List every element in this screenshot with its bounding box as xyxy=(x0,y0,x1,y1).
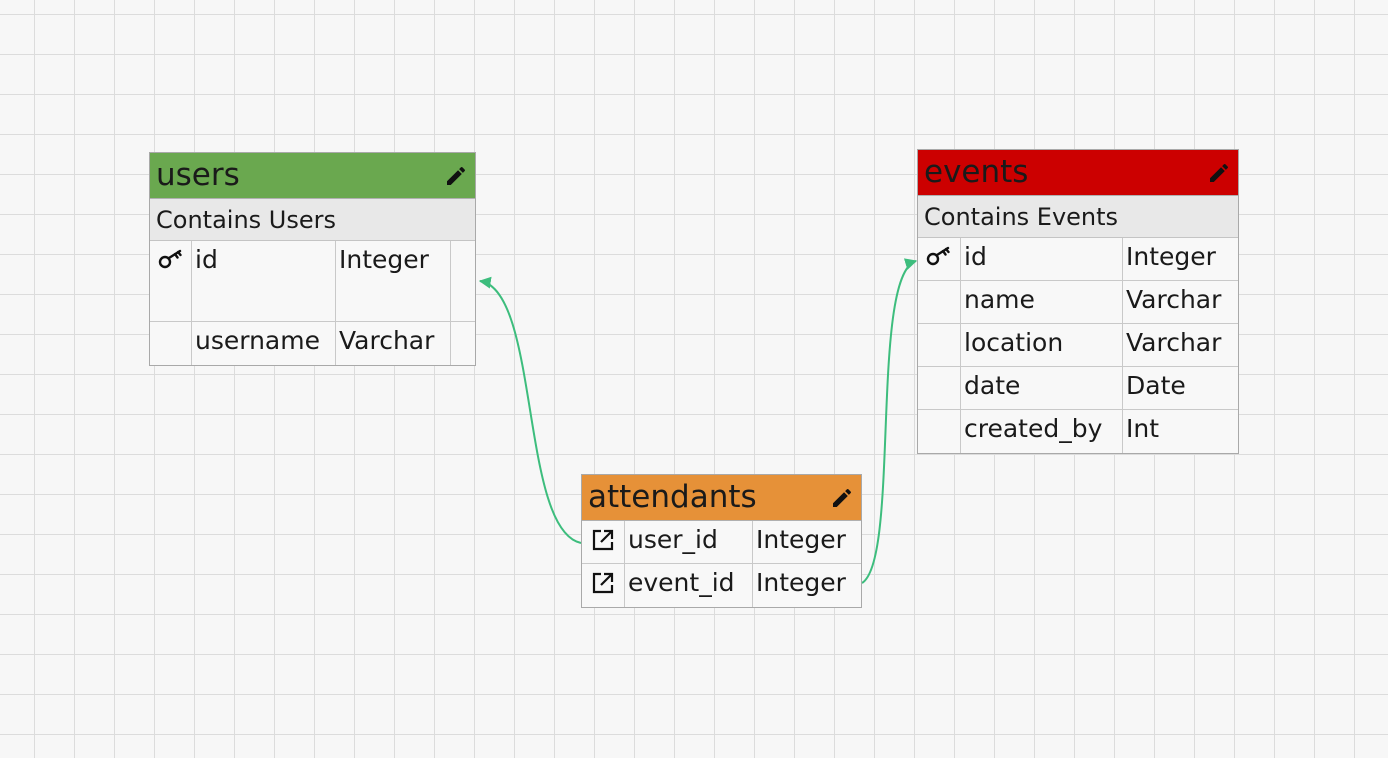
column-icon-empty xyxy=(918,367,961,409)
column-type: Varchar xyxy=(1126,328,1222,357)
table-name: events xyxy=(924,154,1029,190)
column-type: Integer xyxy=(336,241,451,321)
column-name: date xyxy=(961,367,1123,409)
table-row[interactable]: username Varchar xyxy=(150,322,475,365)
table-row[interactable]: id Integer xyxy=(918,238,1238,281)
table-name: users xyxy=(156,157,240,193)
column-extra xyxy=(451,241,475,321)
column-type: Int xyxy=(1126,414,1160,443)
column-name: created_by xyxy=(961,410,1123,453)
table-name: attendants xyxy=(588,479,757,515)
column-type: Varchar xyxy=(1126,285,1222,314)
table-description: Contains Events xyxy=(918,196,1238,238)
table-row[interactable]: event_id Integer xyxy=(582,564,861,607)
table-row[interactable]: location Varchar xyxy=(918,324,1238,367)
column-type: Varchar xyxy=(336,322,451,365)
table-events[interactable]: events Contains Events id Integer name V… xyxy=(917,149,1239,454)
column-name: name xyxy=(961,281,1123,323)
pencil-icon[interactable] xyxy=(1206,160,1232,186)
column-type: Integer xyxy=(756,568,846,597)
column-name: username xyxy=(192,322,336,365)
column-name: location xyxy=(961,324,1123,366)
pencil-icon[interactable] xyxy=(829,485,855,511)
column-name: id xyxy=(961,238,1123,280)
external-link-icon xyxy=(582,521,625,563)
relation-line-event-id[interactable] xyxy=(861,258,918,584)
table-header[interactable]: users xyxy=(150,153,475,199)
table-users[interactable]: users Contains Users id Integer username… xyxy=(149,152,476,366)
table-row[interactable]: created_by Int xyxy=(918,410,1238,453)
column-extra xyxy=(451,322,475,365)
column-icon-empty xyxy=(918,410,961,453)
column-type: Integer xyxy=(756,525,846,554)
column-type: Integer xyxy=(1126,242,1216,271)
table-attendants[interactable]: attendants user_id Integer event_id Inte… xyxy=(581,474,862,608)
table-row[interactable]: user_id Integer xyxy=(582,521,861,564)
table-header[interactable]: events xyxy=(918,150,1238,196)
relation-line-user-id[interactable] xyxy=(478,276,582,544)
table-row[interactable]: date Date xyxy=(918,367,1238,410)
column-name: user_id xyxy=(625,521,753,563)
column-name: id xyxy=(192,241,336,321)
column-icon-empty xyxy=(918,324,961,366)
column-type: Date xyxy=(1126,371,1186,400)
column-name: event_id xyxy=(625,564,753,607)
table-row[interactable]: id Integer xyxy=(150,241,475,322)
table-description: Contains Users xyxy=(150,199,475,241)
pencil-icon[interactable] xyxy=(443,163,469,189)
table-row[interactable]: name Varchar xyxy=(918,281,1238,324)
column-icon-empty xyxy=(150,322,192,365)
table-header[interactable]: attendants xyxy=(582,475,861,521)
external-link-icon xyxy=(582,564,625,607)
column-icon-empty xyxy=(918,281,961,323)
key-icon xyxy=(150,241,192,321)
key-icon xyxy=(918,238,961,280)
